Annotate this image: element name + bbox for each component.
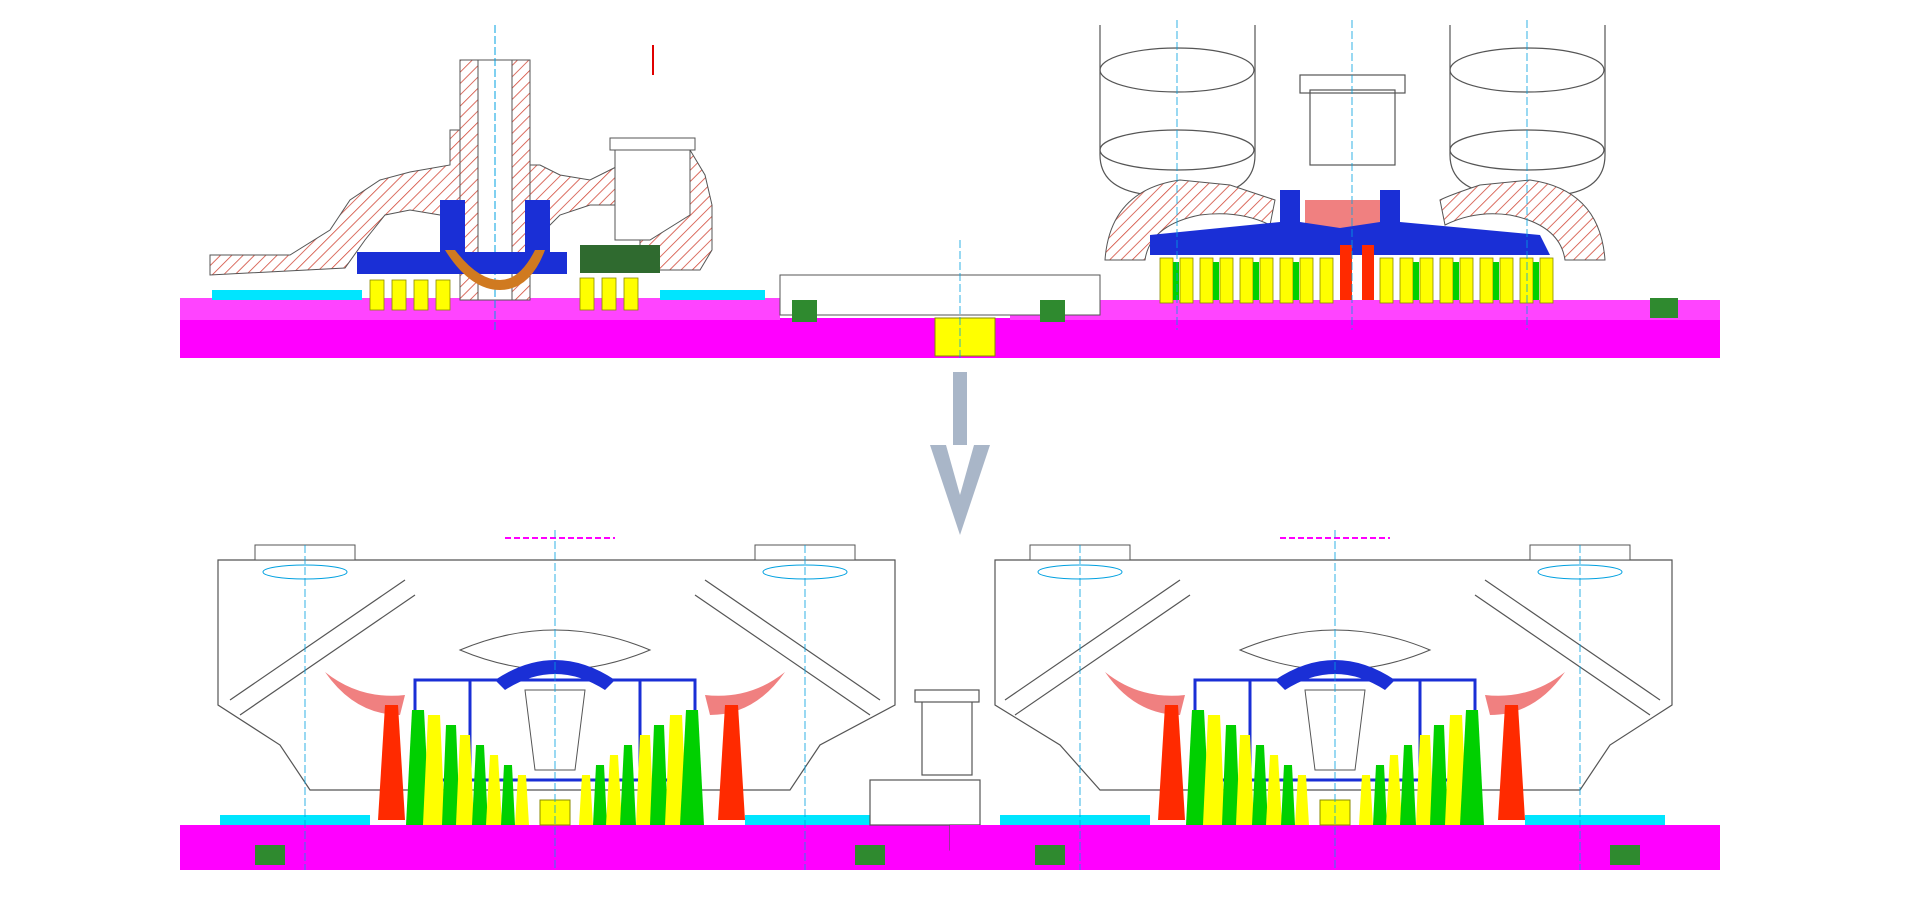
top-base-ledge: [180, 298, 780, 320]
right-blue-diaphragm: [1150, 190, 1550, 255]
center-green-support-a: [792, 300, 817, 322]
right-red-blades: [1340, 245, 1374, 300]
bl-blade-rows: [406, 710, 704, 825]
left-exhaust-flange: [609, 137, 696, 151]
down-arrow-icon: [930, 372, 990, 535]
bl-cyan-seals: [220, 815, 885, 825]
right-exhaust-drums: [1099, 25, 1606, 196]
top-base-ledge-right: [1010, 300, 1720, 320]
br-center-ellipse: [1238, 629, 1432, 671]
bl-axis-lines: [304, 530, 806, 870]
left-yellow-blades: [369, 277, 639, 311]
bl-diagonal-braces: [229, 579, 881, 716]
right-green-blades: [1173, 262, 1539, 300]
center-green-support-b: [1040, 300, 1065, 322]
bl-red-blades: [378, 705, 745, 820]
center-coupling-yellow: [934, 317, 996, 357]
bl-blue-arch: [495, 660, 615, 690]
left-darkgreen-block: [580, 245, 660, 273]
left-orange-channel: [445, 250, 545, 290]
bl-salmon-horn-left: [325, 672, 405, 715]
bl-base-plate: [180, 825, 950, 870]
top-axis-lines: [959, 20, 1528, 360]
bl-center-ellipse: [458, 629, 652, 671]
bl-green-support-left: [255, 845, 285, 865]
br-blue-arch: [1275, 660, 1395, 690]
br-green-support-left: [1035, 845, 1065, 865]
left-cyan-seals: [212, 290, 765, 300]
br-diagonal-braces: [1004, 579, 1661, 716]
br-cyan-seals: [1000, 815, 1665, 825]
right-yellow-blades: [1159, 257, 1554, 304]
bl-salmon-horn-right: [705, 672, 785, 715]
bottom-right-section-drawing: [950, 530, 1720, 870]
bottom-left-section-drawing: [180, 530, 950, 870]
br-salmon-horn-right: [1485, 672, 1565, 715]
left-blue-seal-a: [440, 200, 465, 255]
left-blue-seal-b: [525, 200, 550, 255]
br-salmon-horn-left: [1105, 672, 1185, 715]
br-axis-lines: [1079, 530, 1581, 870]
br-red-blades: [1158, 705, 1525, 820]
br-green-support-right: [1610, 845, 1640, 865]
center-motor-gearbox: [869, 689, 981, 851]
bl-green-support-right: [855, 845, 885, 865]
br-blade-rows: [1186, 710, 1484, 825]
right-casing-hatch: [1104, 179, 1606, 261]
right-end-green-support: [1650, 298, 1678, 318]
top-section-drawing: [180, 20, 1720, 360]
